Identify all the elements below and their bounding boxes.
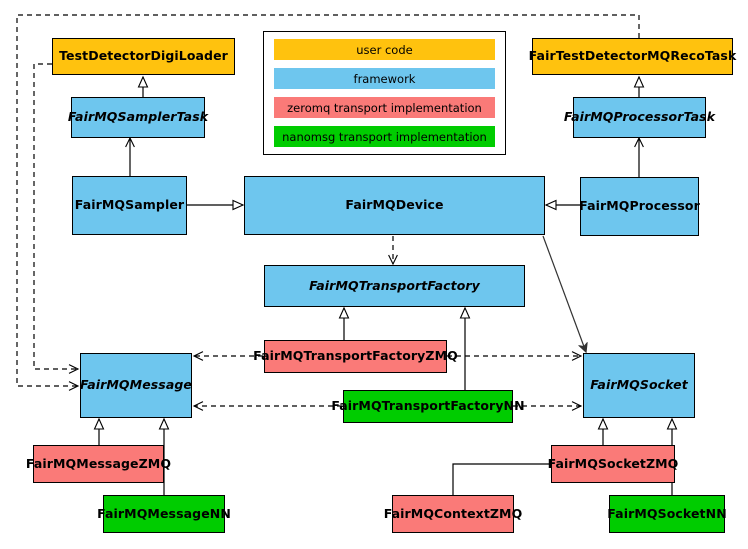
legend: user code framework zeromq transport imp… — [263, 31, 506, 155]
node-fairmqsocket[interactable]: FairMQSocket — [583, 353, 695, 418]
legend-item-nanomsg: nanomsg transport implementation — [274, 126, 495, 147]
edge-contextzmq-socketzmq — [452, 464, 551, 495]
node-fairmqsocketzmq[interactable]: FairMQSocketZMQ — [548, 445, 678, 483]
node-fairmqprocessor[interactable]: FairMQProcessor — [579, 177, 700, 236]
node-fairmqmessage[interactable]: FairMQMessage — [80, 353, 192, 418]
node-fairmqdevice[interactable]: FairMQDevice — [244, 176, 545, 235]
node-fairmqprocessortask[interactable]: FairMQProcessorTask — [564, 97, 715, 138]
node-testdetectordigiloader[interactable]: TestDetectorDigiLoader — [52, 38, 235, 75]
node-fairmqmessagenn[interactable]: FairMQMessageNN — [97, 495, 231, 533]
node-fairmqcontextzmq[interactable]: FairMQContextZMQ — [384, 495, 522, 533]
legend-item-user-code: user code — [274, 39, 495, 60]
legend-item-zeromq: zeromq transport implementation — [274, 97, 495, 118]
edge-device-socket — [542, 235, 586, 352]
node-fairmqtransportfactoryzmq[interactable]: FairMQTransportFactoryZMQ — [253, 340, 458, 373]
node-fairmqsampler[interactable]: FairMQSampler — [72, 176, 187, 235]
node-fairmqsocketnn[interactable]: FairMQSocketNN — [607, 495, 727, 533]
node-fairmqtransportfactorynn[interactable]: FairMQTransportFactoryNN — [331, 390, 525, 423]
legend-item-framework: framework — [274, 68, 495, 89]
node-fairmqsamplertask[interactable]: FairMQSamplerTask — [68, 97, 208, 138]
node-fairmqtransportfactory[interactable]: FairMQTransportFactory — [264, 265, 525, 307]
node-fairtestdetectormqrecotask[interactable]: FairTestDetectorMQRecoTask — [529, 38, 736, 75]
node-fairmqmessagezmq[interactable]: FairMQMessageZMQ — [26, 445, 171, 483]
